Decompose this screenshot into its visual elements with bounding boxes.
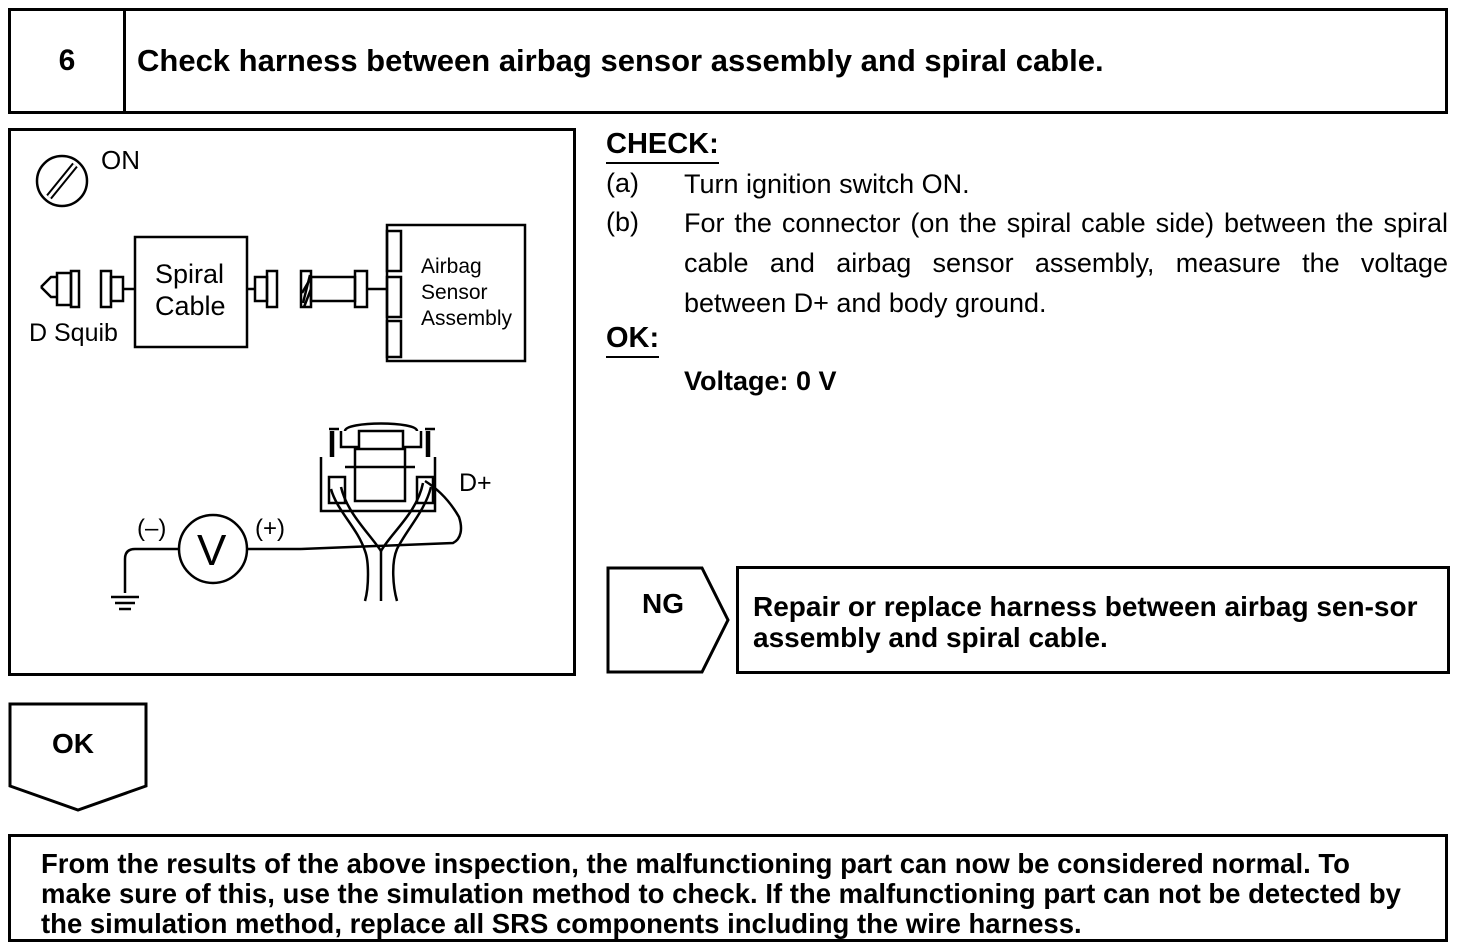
ng-label: NG (642, 588, 684, 619)
step-a-letter: (a) (606, 168, 639, 198)
spiral-cable-box (133, 235, 249, 349)
ng-action-text: Repair or replace harness between airbag… (753, 591, 1418, 653)
conclusion-box: From the results of the above inspection… (8, 834, 1448, 942)
ok-voltage-spec: Voltage: 0 V (684, 366, 837, 396)
ignition-key-icon (35, 154, 89, 208)
step-header: 6 Check harness between airbag sensor as… (8, 8, 1448, 114)
voltmeter-icon (123, 513, 301, 593)
ng-arrow-box (606, 566, 730, 674)
d-squib-connector-icon (40, 269, 135, 309)
wiring-diagram: ON Spiral Cable D Squib Airbag Sensor As… (8, 128, 576, 676)
step-b-text: For the connector (on the spiral cable s… (684, 208, 1448, 318)
spiral-cable-label-line2: Cable (155, 291, 226, 321)
step-a-text: Turn ignition switch ON. (684, 169, 970, 199)
airbag-sensor-label-line2: Sensor (421, 281, 488, 304)
d-squib-label: D Squib (29, 319, 118, 347)
spiral-cable-label-line1: Spiral (155, 259, 225, 289)
minus-lead-label: (–) (137, 515, 167, 542)
check-heading: CHECK: (606, 130, 719, 164)
step-b-letter: (b) (606, 207, 639, 237)
spiral-cable-connector-icon (247, 269, 387, 309)
ok-heading: OK: (606, 324, 660, 358)
step-number: 6 (11, 11, 126, 111)
step-title: Check harness between airbag sensor asse… (137, 43, 1104, 78)
airbag-sensor-label-line1: Airbag (421, 255, 482, 278)
conclusion-text: From the results of the above inspection… (41, 848, 1401, 939)
ng-action-box: Repair or replace harness between airbag… (736, 566, 1450, 674)
diagram-drawing (35, 154, 527, 611)
d-plus-terminal-label: D+ (459, 469, 492, 497)
ok-arrow-box (8, 702, 148, 812)
airbag-sensor-box (385, 223, 527, 363)
voltmeter-label: V (197, 526, 227, 575)
ok-branch-label: OK (52, 728, 94, 759)
plus-lead-label: (+) (255, 515, 285, 542)
ignition-on-label: ON (101, 145, 140, 175)
airbag-sensor-label-line3: Assembly (421, 307, 513, 330)
terminal-connector-icon (300, 422, 463, 602)
ground-icon (111, 595, 139, 611)
